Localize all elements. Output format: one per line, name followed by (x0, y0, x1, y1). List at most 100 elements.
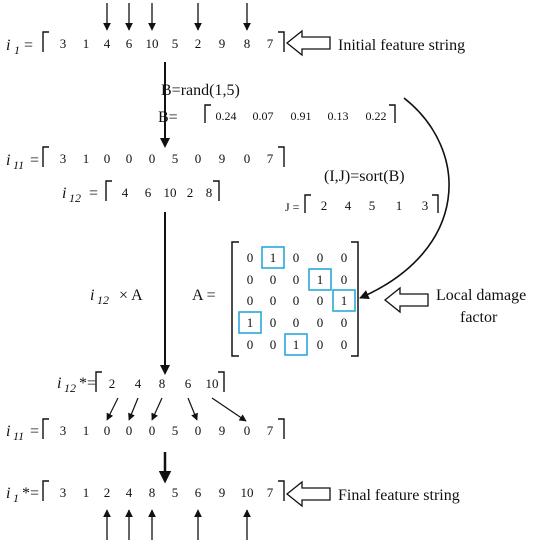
i12-value: 2 (187, 185, 194, 200)
i1star-value: 9 (219, 485, 226, 500)
label-i12: i 12 = (62, 185, 98, 205)
matrix-cell: 0 (270, 293, 277, 308)
J-value: 1 (396, 198, 403, 213)
i11-value: 0 (244, 151, 251, 166)
i12star-value: 2 (109, 376, 116, 391)
mapping-arrow-icon (211, 397, 247, 422)
matrix-highlight-box (261, 246, 285, 269)
i1star-value: 4 (126, 485, 133, 500)
mapping-arrow-icon (106, 397, 119, 421)
svg-text:i: i (57, 375, 61, 392)
curved-arrow-b-to-matrix (359, 97, 450, 299)
svg-text:=: = (89, 185, 98, 202)
matrix-cell: 0 (341, 315, 348, 330)
matrix-cell: 1 (270, 250, 277, 265)
matrix-cell: 0 (270, 272, 277, 287)
i1star-value: 5 (172, 485, 179, 500)
svg-text:i: i (6, 485, 10, 502)
i1-bracket-left (42, 31, 49, 52)
svg-text:=: = (30, 423, 39, 440)
initial-feature-string-label: Initial feature string (338, 37, 465, 54)
B-value: 0.91 (291, 109, 312, 123)
i1star-bracket-right (278, 480, 285, 501)
hollow-arrow-final-icon (285, 480, 331, 508)
svg-text:12: 12 (64, 381, 76, 395)
i12star-value: 10 (206, 376, 219, 391)
B-value: 0.07 (253, 109, 274, 123)
i1star-value: 8 (149, 485, 156, 500)
i11b-value: 3 (60, 423, 67, 438)
B-value: 0.22 (366, 109, 387, 123)
J-value: 2 (321, 198, 328, 213)
local-damage-factor-label-line1: Local damage (436, 287, 526, 304)
label-i12-times-a: i 12 × A (90, 287, 143, 307)
svg-text:11: 11 (13, 429, 24, 443)
i1star-value: 6 (195, 485, 202, 500)
i11b-value: 1 (83, 423, 90, 438)
mapping-arrow-icon (187, 397, 198, 421)
i1star-value: 3 (60, 485, 67, 500)
label-i11: i 11 = (6, 152, 39, 172)
i11b-value: 7 (267, 423, 274, 438)
matrix-bracket-right (351, 241, 359, 357)
matrix-cell: 0 (293, 272, 300, 287)
i11-value: 5 (172, 151, 179, 166)
i1star-value: 10 (241, 485, 254, 500)
B-value: 0.13 (328, 109, 349, 123)
svg-text:i: i (6, 37, 10, 54)
J-value: 4 (345, 198, 352, 213)
i11-value: 0 (104, 151, 111, 166)
i11b-bracket-right (278, 418, 285, 439)
label-i12-star: i 12 *= (57, 375, 96, 395)
matrix-cell: 0 (247, 250, 254, 265)
B-bracket-left (204, 104, 211, 123)
label-i1: i 1 = (6, 37, 33, 57)
J-bracket-right (432, 194, 439, 213)
i11b-value: 5 (172, 423, 179, 438)
svg-text:× A: × A (119, 287, 143, 304)
matrix-cell: 0 (341, 337, 348, 352)
svg-text:i: i (6, 152, 10, 169)
matrix-bracket-left (231, 241, 239, 357)
i11b-value: 0 (244, 423, 251, 438)
i11b-value: 0 (195, 423, 202, 438)
J-bracket-left (304, 194, 311, 213)
matrix-cell: 1 (317, 272, 324, 287)
i11-value: 0 (195, 151, 202, 166)
J-value: 5 (369, 198, 376, 213)
i11-value: 1 (83, 151, 90, 166)
i11-value: 0 (149, 151, 156, 166)
matrix-cell: 0 (293, 293, 300, 308)
i11-bracket-right (278, 146, 285, 167)
matrix-cell: 0 (341, 272, 348, 287)
label-ij-sort: (I,J)=sort(B) (324, 168, 405, 185)
B-bracket-right (389, 104, 396, 123)
matrix-cell: 0 (247, 293, 254, 308)
matrix-cell: 0 (293, 250, 300, 265)
i1-value: 9 (219, 36, 226, 51)
matrix-cell: 0 (270, 337, 277, 352)
i11b-value: 0 (149, 423, 156, 438)
i1-value: 7 (267, 36, 274, 51)
B-value: 0.24 (216, 109, 237, 123)
i12star-value: 6 (185, 376, 192, 391)
i12-value: 4 (122, 185, 129, 200)
svg-text:i: i (90, 287, 94, 304)
i1-value: 2 (195, 36, 202, 51)
i12star-bracket-left (95, 371, 102, 392)
matrix-cell: 1 (247, 315, 254, 330)
i1star-value: 2 (104, 485, 111, 500)
matrix-cell: 1 (341, 293, 348, 308)
svg-text:=: = (30, 152, 39, 169)
i11b-value: 9 (219, 423, 226, 438)
final-feature-string-label: Final feature string (338, 487, 460, 504)
label-i1-star: i 1 *= (6, 485, 39, 505)
hollow-arrow-initial-icon (285, 29, 331, 57)
i11b-value: 0 (104, 423, 111, 438)
local-damage-factor-label-line2: factor (460, 309, 498, 326)
matrix-cell: 0 (247, 337, 254, 352)
matrix-cell: 0 (317, 337, 324, 352)
matrix-cell: 0 (270, 315, 277, 330)
